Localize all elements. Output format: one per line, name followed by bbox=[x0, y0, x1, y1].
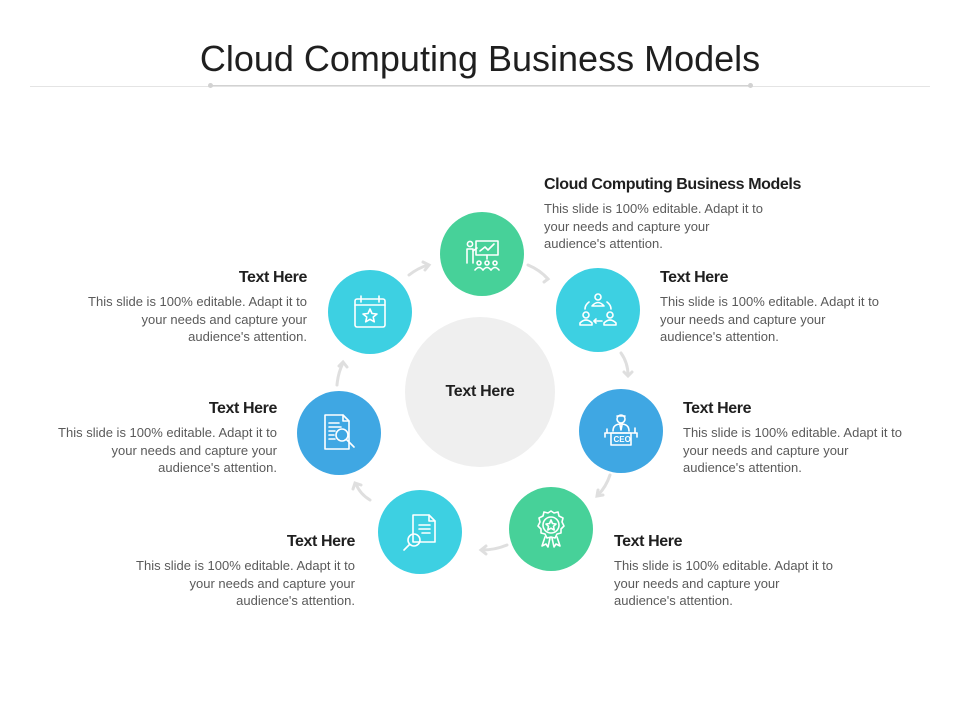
item-heading: Text Here bbox=[238, 269, 308, 286]
node-report-magnifier[interactable] bbox=[297, 391, 381, 475]
title-accent-line bbox=[208, 83, 753, 89]
center-circle bbox=[405, 317, 555, 467]
item-text: This slide is 100% editable. Adapt it to… bbox=[544, 201, 763, 251]
arrowhead-4-5 bbox=[478, 544, 488, 556]
item-text: This slide is 100% editable. Adapt it to… bbox=[683, 425, 902, 475]
arrow-2-3 bbox=[619, 351, 630, 377]
node-document-search[interactable] bbox=[378, 490, 462, 574]
arrowhead-3-4 bbox=[595, 488, 605, 498]
item-heading: Cloud Computing Business Models bbox=[544, 176, 801, 193]
arrow-3-4 bbox=[596, 473, 612, 497]
item-heading: Text Here bbox=[286, 533, 356, 550]
item-heading: Text Here bbox=[683, 400, 752, 417]
label-item-3: Text Here This slide is 100% editable. A… bbox=[683, 400, 908, 477]
presentation-icon bbox=[466, 240, 500, 271]
calendar-star-icon bbox=[354, 295, 386, 328]
node-presentation[interactable] bbox=[440, 212, 524, 296]
report-magnifier-icon bbox=[324, 414, 355, 450]
item-heading: Text Here bbox=[614, 533, 683, 550]
label-item-5: Text Here This slide is 100% editable. A… bbox=[130, 533, 355, 610]
arrowhead-2-3 bbox=[622, 370, 634, 379]
item-text: This slide is 100% editable. Adapt it to… bbox=[660, 294, 879, 344]
slide-title: Cloud Computing Business Models bbox=[199, 38, 761, 79]
document-search-icon bbox=[403, 514, 436, 551]
arrow-4-5 bbox=[480, 543, 509, 552]
arrowhead-1-2 bbox=[542, 274, 551, 284]
item-text: This slide is 100% editable. Adapt it to… bbox=[136, 558, 355, 608]
node-ceo-desk[interactable]: CEO bbox=[579, 389, 663, 473]
node-award[interactable] bbox=[509, 487, 593, 571]
item-heading: Text Here bbox=[660, 269, 729, 286]
node-calendar[interactable] bbox=[328, 270, 412, 354]
node-team-cycle[interactable] bbox=[556, 268, 640, 352]
label-item-7: Text Here This slide is 100% editable. A… bbox=[82, 269, 307, 346]
label-item-1: Cloud Computing Business Models This sli… bbox=[544, 176, 801, 253]
award-badge-icon bbox=[537, 510, 565, 548]
arrowhead-6-7 bbox=[337, 359, 349, 369]
ceo-desk-icon: CEO bbox=[604, 414, 638, 446]
center-label: Text Here bbox=[445, 383, 515, 400]
item-text: This slide is 100% editable. Adapt it to… bbox=[88, 294, 307, 344]
arrowhead-7-1 bbox=[421, 260, 432, 272]
arrowhead-5-6 bbox=[351, 481, 363, 491]
label-item-6: Text Here This slide is 100% editable. A… bbox=[52, 400, 277, 477]
ceo-text: CEO bbox=[614, 435, 631, 444]
item-text: This slide is 100% editable. Adapt it to… bbox=[58, 425, 277, 475]
team-cycle-icon bbox=[579, 293, 617, 326]
item-text: This slide is 100% editable. Adapt it to… bbox=[614, 558, 833, 608]
arrow-7-1 bbox=[407, 263, 430, 277]
label-item-2: Text Here This slide is 100% editable. A… bbox=[660, 269, 885, 346]
title-divider bbox=[30, 86, 930, 87]
arrow-5-6 bbox=[354, 482, 372, 502]
label-item-4: Text Here This slide is 100% editable. A… bbox=[614, 533, 839, 610]
item-heading: Text Here bbox=[208, 400, 278, 417]
